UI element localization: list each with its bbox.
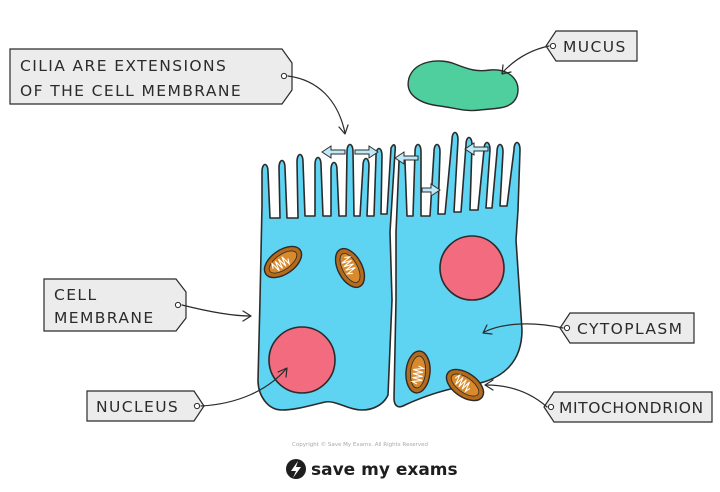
leader-nucleus [200, 367, 288, 407]
arrow-right-1 [354, 145, 379, 159]
mitochondrion-4 [445, 368, 485, 402]
save-my-exams-logo: save my exams [286, 459, 458, 480]
label-mucus-text: MUCUS [563, 38, 627, 56]
label-mitochondrion-text: MITOCHONDRION [559, 399, 704, 417]
leader-cell-membrane [181, 304, 252, 322]
arrow-left-2 [394, 151, 419, 165]
copyright-text: Copyright © Save My Exams. All Rights Re… [292, 441, 428, 448]
nucleus-left [268, 326, 336, 394]
cilia-movement-arrows [321, 142, 489, 197]
label-mitochondrion: MITOCHONDRION [543, 391, 713, 423]
label-mucus: MUCUS [545, 30, 638, 62]
arrow-left-1 [321, 145, 346, 159]
mitochondrion-2 [334, 247, 366, 289]
label-cilia-line2: OF THE CELL MEMBRANE [20, 82, 242, 100]
mitochondrion-3 [405, 350, 431, 394]
label-nucleus-text: NUCLEUS [96, 398, 179, 416]
arrow-right-2 [421, 183, 441, 197]
nucleus-right [439, 235, 505, 301]
mitochondrion-1 [263, 245, 303, 279]
label-cytoplasm-text: CYTOPLASM [577, 320, 683, 338]
label-nucleus: NUCLEUS [86, 390, 205, 422]
leader-mucus [501, 45, 550, 75]
label-cell-membrane: CELL MEMBRANE [43, 278, 187, 332]
label-cilia: CILIA ARE EXTENSIONS OF THE CELL MEMBRAN… [9, 48, 293, 105]
arrow-left-3 [464, 142, 489, 156]
label-cell-membrane-line2: MEMBRANE [54, 309, 155, 327]
leader-cilia [287, 75, 349, 135]
label-cell-membrane-line1: CELL [54, 286, 98, 304]
label-cilia-line1: CILIA ARE EXTENSIONS [20, 57, 227, 75]
brand-text: save my exams [311, 460, 458, 480]
leader-cytoplasm [482, 323, 564, 335]
mucus-blob [407, 60, 519, 112]
leader-mitochondrion [484, 379, 548, 408]
leader-lines [181, 45, 564, 408]
label-cytoplasm: CYTOPLASM [559, 312, 695, 344]
